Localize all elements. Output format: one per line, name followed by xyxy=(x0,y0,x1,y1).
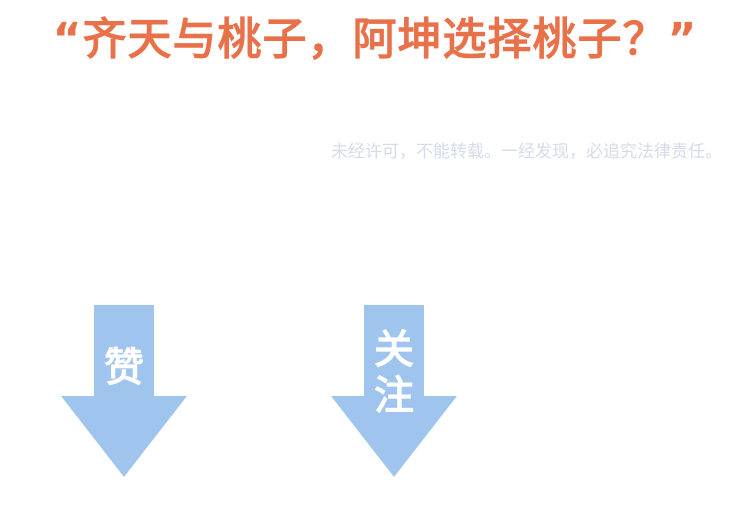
copyright-notice: 未经许可，不能转载。一经发现，必追究法律责任。 xyxy=(331,142,722,162)
like-label: 赞 xyxy=(104,345,144,391)
follow-label-second: 注 xyxy=(374,373,414,419)
down-arrow-icon xyxy=(61,305,187,477)
page-title: “齐天与桃子，阿坤选择桃子？” xyxy=(52,14,698,65)
follow-label-first: 关 xyxy=(374,327,414,373)
follow-button[interactable]: 关 注 xyxy=(331,305,457,477)
down-arrow-icon xyxy=(331,305,457,477)
like-button[interactable]: 赞 xyxy=(61,305,187,477)
